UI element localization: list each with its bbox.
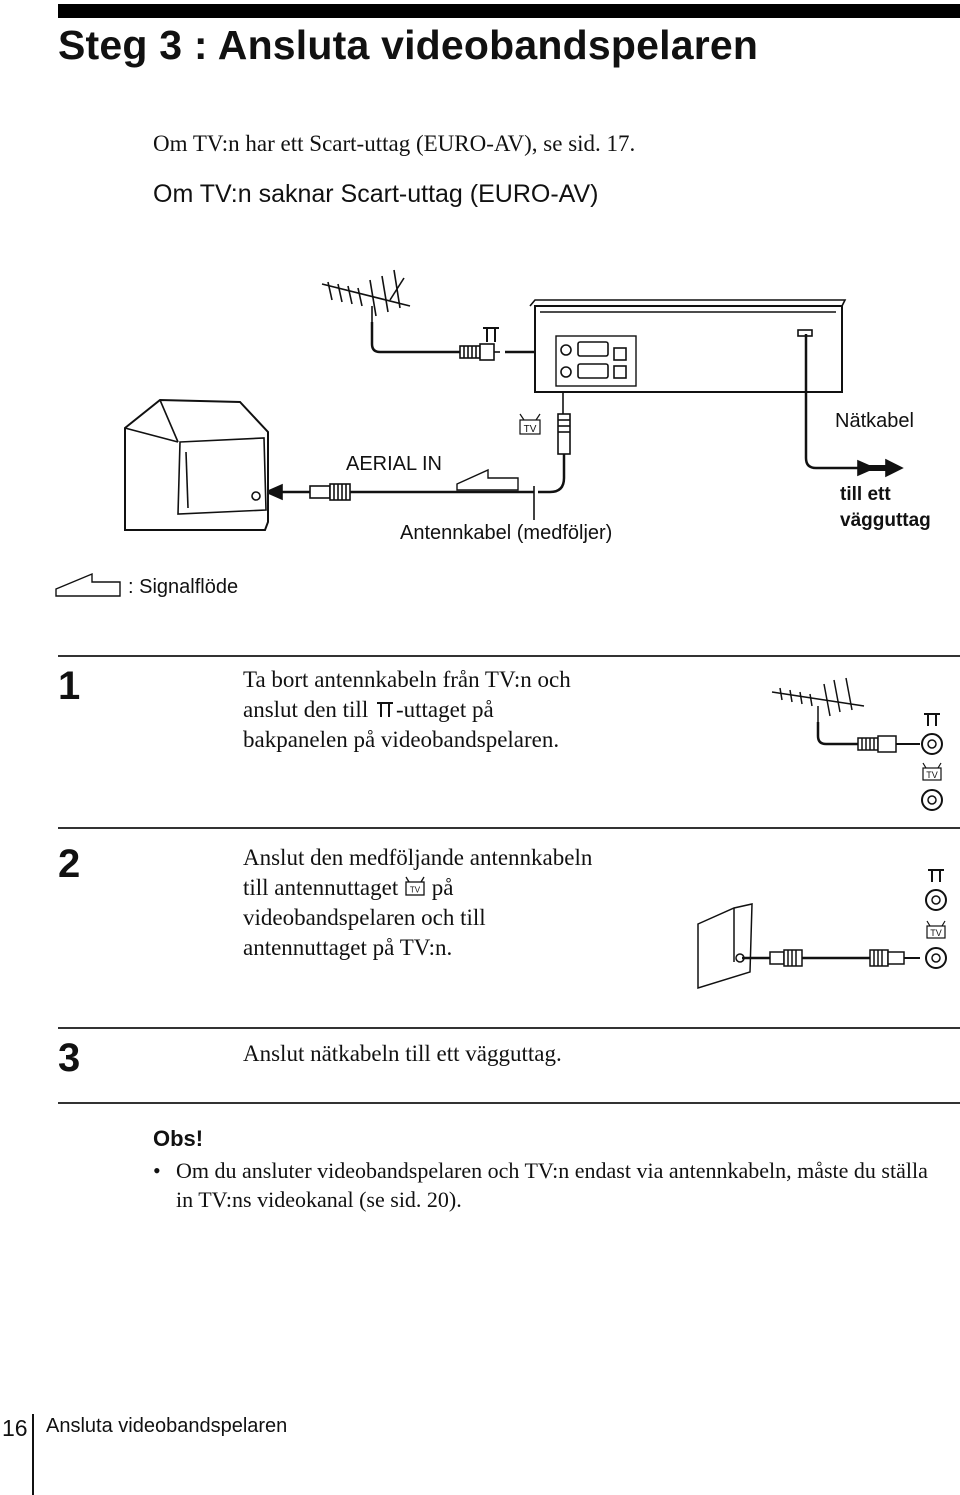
note-item: • Om du ansluter videobandspelaren och T… <box>153 1156 943 1214</box>
step-divider <box>58 1027 960 1029</box>
section-heading: Om TV:n saknar Scart-uttag (EURO-AV) <box>153 180 599 208</box>
step-1-text: Ta bort antennkabeln från TV:n och anslu… <box>243 667 571 752</box>
header-bar <box>58 4 960 18</box>
step-number: 1 <box>58 664 81 708</box>
tv-symbol-icon: TV <box>405 876 425 896</box>
antenna-cable-label: Antennkabel (medföljer) <box>400 522 613 544</box>
power-cable-label: Nätkabel <box>835 410 914 432</box>
signal-flow-legend: : Signalflöde <box>128 576 239 598</box>
page-number: 16 <box>2 1415 28 1441</box>
page-title: Steg 3 : Ansluta videobandspelaren <box>58 22 759 68</box>
footer-section: Ansluta videobandspelaren <box>46 1415 288 1437</box>
step-2-text: Anslut den medföljande antennkabeln till… <box>243 845 593 960</box>
tv-symbol-icon <box>519 413 541 435</box>
vcr-icon <box>529 299 847 393</box>
step-3-text: Anslut nätkabeln till ett vägguttag. <box>243 1041 562 1066</box>
tv-set-icon <box>124 398 269 531</box>
footer-divider <box>32 1414 34 1495</box>
svg-text:TV: TV <box>410 886 421 895</box>
bullet-icon: • <box>153 1158 161 1183</box>
intro-text: Om TV:n har ett Scart-uttag (EURO-AV), s… <box>153 131 636 156</box>
wall-outlet-label-2: vägguttag <box>840 510 931 531</box>
connection-diagram: TV <box>55 269 904 597</box>
aerial-in-label: AERIAL IN <box>346 453 442 475</box>
antenna-symbol-icon <box>483 327 499 342</box>
step-divider <box>58 827 960 829</box>
antenna-icon <box>321 269 411 322</box>
step-divider <box>58 655 960 657</box>
step-number: 2 <box>58 842 81 886</box>
antenna-symbol-icon <box>376 702 393 717</box>
tv-symbol-label: TV <box>524 424 537 435</box>
svg-text:TV: TV <box>930 928 942 938</box>
note-title: Obs! <box>153 1126 204 1151</box>
step-1-illustration: TV <box>771 677 943 811</box>
svg-text:TV: TV <box>926 770 938 780</box>
note-text: Om du ansluter videobandspelaren och TV:… <box>176 1158 928 1212</box>
step-number: 3 <box>58 1036 81 1080</box>
step-divider <box>58 1102 960 1104</box>
step-2-illustration: TV <box>697 869 947 990</box>
wall-outlet-label-1: till ett <box>840 484 891 505</box>
